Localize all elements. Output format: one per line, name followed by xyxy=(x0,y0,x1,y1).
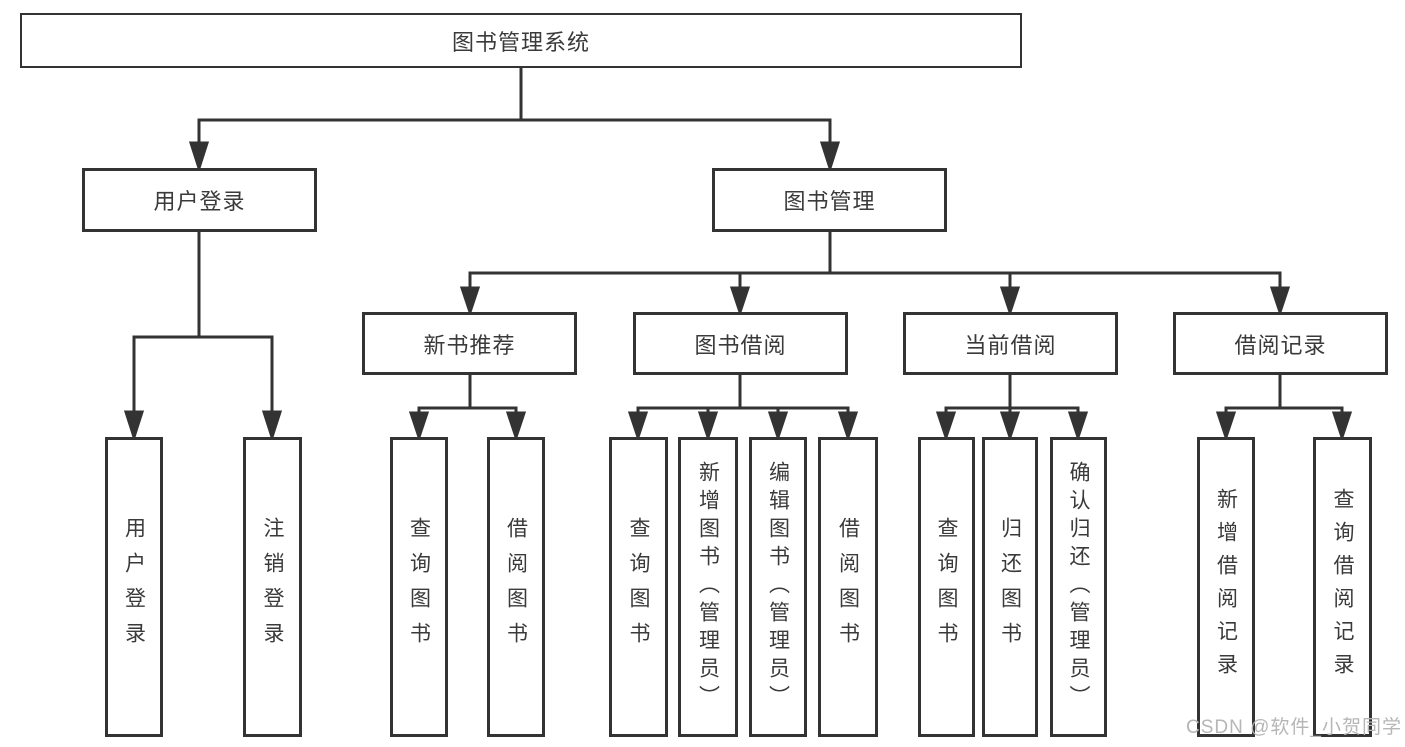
arrowhead xyxy=(188,141,210,173)
csdn-watermark: CSDN @软件_小贺同学 xyxy=(1186,717,1402,738)
arrowhead xyxy=(261,410,283,442)
node-user-login: 用户登录 xyxy=(82,168,317,232)
node-label: 查询借阅记录 xyxy=(1331,488,1354,686)
node-label: 查询图书 xyxy=(627,517,650,657)
leaf-logout: 注销登录 xyxy=(243,437,302,737)
node-label: 查询图书 xyxy=(935,517,958,657)
leaf-query-books-borrowing: 查询图书 xyxy=(609,437,668,737)
leaf-borrow-books-borrowing: 借阅图书 xyxy=(818,437,878,737)
node-label: 图书借阅 xyxy=(694,332,787,358)
arrowhead xyxy=(935,411,957,442)
arrowhead xyxy=(767,411,789,442)
leaf-query-books-recommend: 查询图书 xyxy=(390,437,448,737)
node-label: 借阅图书 xyxy=(836,517,860,657)
leaf-user-login: 用户登录 xyxy=(105,437,163,737)
arrowhead xyxy=(1331,411,1353,442)
node-borrowing-records: 借阅记录 xyxy=(1173,312,1388,375)
node-label: 图书管理系统 xyxy=(451,29,590,55)
arrowhead xyxy=(999,286,1021,317)
arrowhead xyxy=(1067,411,1089,442)
node-label: 借阅记录 xyxy=(1234,332,1327,358)
node-label: 新增借阅记录 xyxy=(1214,488,1238,686)
leaf-confirm-return-admin: 确认归还（管理员） xyxy=(1050,437,1107,737)
arrowhead xyxy=(837,411,859,442)
node-current-borrowing: 当前借阅 xyxy=(903,312,1118,375)
node-book-borrowing: 图书借阅 xyxy=(633,312,848,375)
arrowhead xyxy=(459,286,481,317)
node-label: 归还图书 xyxy=(998,517,1022,657)
node-label: 借阅图书 xyxy=(504,517,528,657)
leaf-query-borrow-record: 查询借阅记录 xyxy=(1313,437,1372,737)
leaf-edit-book-admin: 编辑图书（管理员） xyxy=(749,437,807,737)
arrowhead xyxy=(123,410,145,442)
arrowhead xyxy=(1215,411,1237,442)
node-label: 确认归还（管理员） xyxy=(1067,461,1090,713)
node-label: 当前借阅 xyxy=(964,332,1057,358)
arrowhead xyxy=(697,411,719,442)
node-label: 新书推荐 xyxy=(423,332,516,358)
node-library-management-system: 图书管理系统 xyxy=(20,13,1022,68)
leaf-add-book-admin: 新增图书（管理员） xyxy=(678,437,738,737)
node-label: 图书管理 xyxy=(783,189,876,214)
arrowhead xyxy=(505,411,527,442)
arrowhead xyxy=(999,411,1021,442)
node-label: 注销登录 xyxy=(261,517,284,657)
arrowhead xyxy=(408,411,430,442)
leaf-add-borrow-record: 新增借阅记录 xyxy=(1197,437,1255,737)
arrowhead xyxy=(729,286,751,317)
node-label: 新增图书（管理员） xyxy=(696,461,720,713)
leaf-query-books-current: 查询图书 xyxy=(918,437,975,737)
arrowhead xyxy=(627,411,649,442)
node-label: 用户登录 xyxy=(153,189,246,214)
node-label: 查询图书 xyxy=(407,517,431,657)
node-label: 用户登录 xyxy=(122,517,146,657)
node-book-management: 图书管理 xyxy=(712,168,947,232)
node-new-book-recommendation: 新书推荐 xyxy=(362,312,577,375)
arrowhead xyxy=(819,141,841,173)
node-label: 编辑图书（管理员） xyxy=(766,461,790,713)
leaf-return-book: 归还图书 xyxy=(982,437,1038,737)
arrowhead xyxy=(1269,286,1291,317)
leaf-borrow-books-recommend: 借阅图书 xyxy=(487,437,545,737)
